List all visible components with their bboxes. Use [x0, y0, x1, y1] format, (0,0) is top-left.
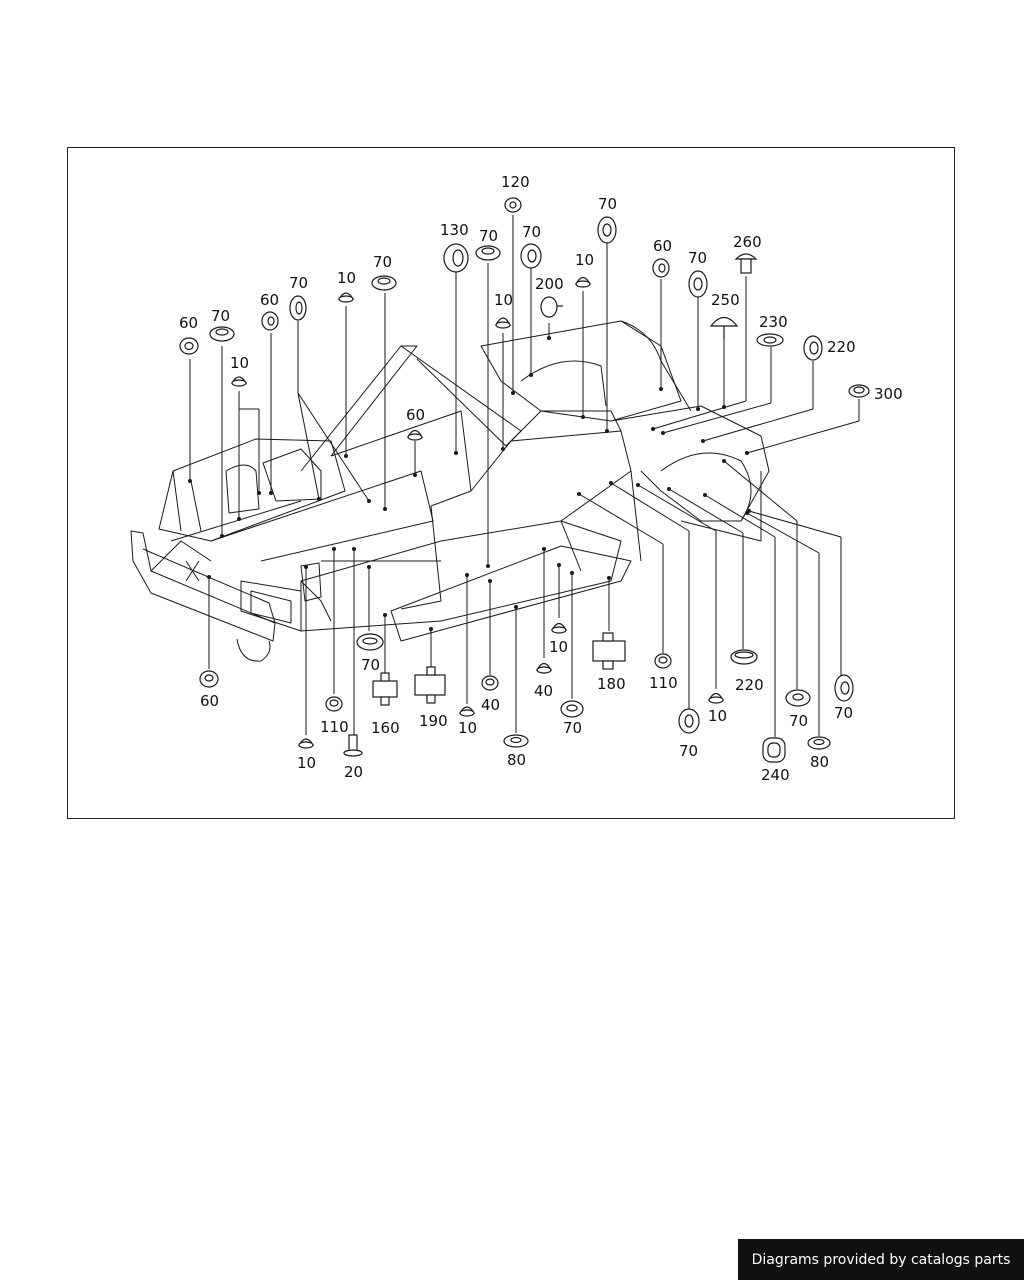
cap-icon — [574, 276, 592, 288]
grommet-icon — [199, 670, 219, 688]
callout-label: 70 — [522, 223, 541, 241]
bracket-icon — [592, 632, 626, 670]
callout-label: 80 — [507, 751, 526, 769]
callout-label: 40 — [481, 696, 500, 714]
callout-label: 220 — [827, 338, 856, 356]
callout-label: 120 — [501, 173, 530, 191]
leader-lines — [189, 215, 860, 737]
plug-icon — [834, 674, 854, 702]
callout-label: 130 — [440, 221, 469, 239]
callout-label: 60 — [200, 692, 219, 710]
grommet-icon — [481, 675, 499, 691]
large-plug-icon — [730, 649, 758, 665]
cap-icon — [495, 317, 511, 329]
plug-icon — [678, 708, 700, 734]
callout-label: 70 — [688, 249, 707, 267]
callout-label: 240 — [761, 766, 790, 784]
callout-label: 10 — [458, 719, 477, 737]
cap-icon — [707, 692, 725, 704]
callout-label: 10 — [337, 269, 356, 287]
push-clip-icon — [709, 316, 739, 339]
plug-icon — [597, 216, 617, 244]
cap-icon — [458, 706, 476, 717]
cap-icon — [337, 292, 355, 303]
callout-label: 300 — [874, 385, 903, 403]
cap-icon — [535, 662, 553, 674]
callout-label: 70 — [834, 704, 853, 722]
grommet-icon — [179, 337, 199, 355]
large-plug-icon — [443, 243, 469, 273]
callout-label: 70 — [361, 656, 380, 674]
washer-icon — [807, 736, 831, 750]
washer-icon — [756, 333, 784, 347]
callout-label: 250 — [711, 291, 740, 309]
credit-banner: Diagrams provided by catalogs parts — [738, 1239, 1024, 1280]
grommet-icon — [654, 653, 672, 669]
callout-labels: 120 70 130 70 70 10 60 70 260 70 10 200 … — [179, 173, 903, 784]
plug-icon — [371, 275, 397, 291]
plug-icon — [475, 245, 501, 261]
callout-label: 60 — [260, 291, 279, 309]
plug-icon — [560, 700, 584, 718]
grommet-icon — [325, 696, 343, 712]
callout-label: 60 — [653, 237, 672, 255]
credit-text: Diagrams provided by catalogs parts — [751, 1251, 1011, 1268]
callout-label: 160 — [371, 719, 400, 737]
callout-label: 70 — [598, 195, 617, 213]
plug-icon — [803, 335, 823, 361]
callout-label: 10 — [575, 251, 594, 269]
push-clip-icon — [734, 253, 758, 274]
callout-label: 230 — [759, 313, 788, 331]
cap-icon — [550, 622, 568, 634]
callout-label: 220 — [735, 676, 764, 694]
grommet-icon — [504, 197, 522, 213]
parts-diagram-frame: 120 70 130 70 70 10 60 70 260 70 10 200 … — [67, 147, 955, 819]
washer-icon — [503, 734, 529, 748]
callout-label: 20 — [344, 763, 363, 781]
plug-icon — [848, 384, 870, 398]
callout-label: 10 — [494, 291, 513, 309]
cap-icon — [406, 429, 424, 441]
pin-icon — [343, 734, 363, 757]
callout-label: 200 — [535, 275, 564, 293]
callout-label: 10 — [549, 638, 568, 656]
plug-part-icons — [179, 197, 870, 763]
callout-label: 190 — [419, 712, 448, 730]
callout-label: 110 — [649, 674, 678, 692]
car-body-plugs-diagram: 120 70 130 70 70 10 60 70 260 70 10 200 … — [130, 173, 903, 784]
callout-label: 70 — [479, 227, 498, 245]
plug-icon — [520, 243, 542, 269]
callout-label: 70 — [289, 274, 308, 292]
callout-label: 80 — [810, 753, 829, 771]
callout-label: 70 — [563, 719, 582, 737]
callout-label: 70 — [373, 253, 392, 271]
callout-label: 60 — [406, 406, 425, 424]
callout-label: 110 — [320, 718, 349, 736]
callout-label: 60 — [179, 314, 198, 332]
plug-icon — [688, 270, 708, 298]
bracket-icon — [372, 672, 398, 706]
grommet-icon — [261, 311, 279, 331]
car-body-outline — [130, 320, 770, 662]
cap-icon — [297, 738, 315, 749]
grommet-icon — [652, 258, 670, 278]
callout-label: 40 — [534, 682, 553, 700]
bracket-icon — [414, 666, 446, 704]
callout-label: 70 — [789, 712, 808, 730]
plug-icon — [356, 633, 384, 651]
square-plug-icon — [762, 737, 786, 763]
plug-icon — [209, 326, 235, 342]
callout-label: 180 — [597, 675, 626, 693]
callout-label: 10 — [708, 707, 727, 725]
callout-label: 70 — [679, 742, 698, 760]
cap-icon — [230, 376, 248, 387]
callout-label: 260 — [733, 233, 762, 251]
callout-label: 10 — [230, 354, 249, 372]
clip-icon — [540, 296, 563, 318]
plug-icon — [289, 295, 307, 321]
leader-dots — [188, 336, 751, 631]
callout-label: 70 — [211, 307, 230, 325]
callout-label: 10 — [297, 754, 316, 772]
plug-icon — [785, 689, 811, 707]
